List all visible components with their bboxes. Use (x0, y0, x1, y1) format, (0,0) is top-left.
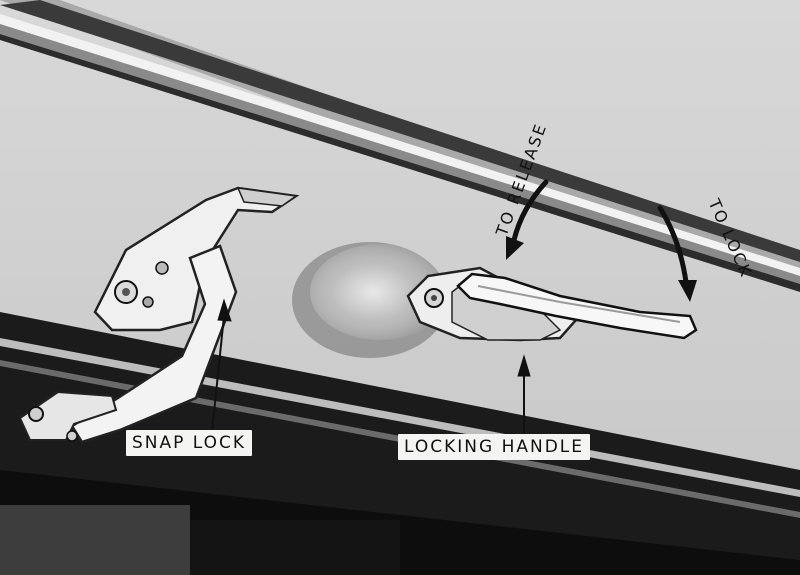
pointer-arrows (211, 298, 531, 436)
locking-handle-assembly (406, 266, 698, 342)
snap-lock-label: SNAP LOCK (126, 430, 253, 456)
direction-arrows (506, 179, 697, 302)
snap-lock-assembly (18, 186, 300, 444)
locking-handle-label: LOCKING HANDLE (398, 434, 591, 460)
recess-highlight (310, 244, 450, 340)
chrome-trim-strip (0, 0, 800, 292)
